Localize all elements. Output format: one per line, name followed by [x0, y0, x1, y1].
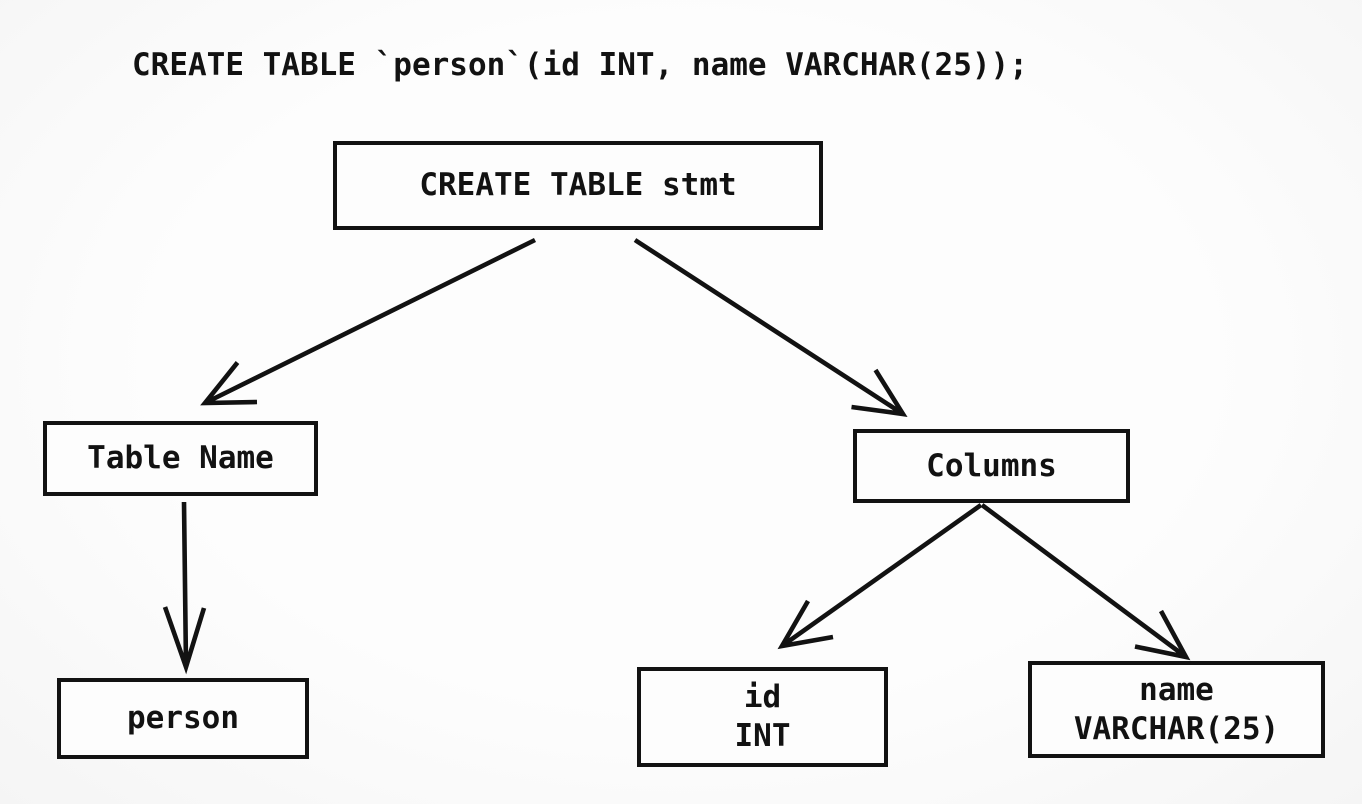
node-table-name: Table Name — [43, 421, 318, 496]
edge-columns-to-id-arrow — [777, 503, 983, 650]
node-name-column-name: name — [1139, 671, 1214, 708]
node-id-column: id INT — [637, 667, 888, 767]
node-id-column-type: INT — [734, 718, 791, 754]
node-id-column-name: id — [743, 679, 782, 715]
sql-statement-text: CREATE TABLE `person`(id INT, name VARCH… — [132, 47, 1028, 83]
node-create-table-stmt-label: CREATE TABLE stmt — [419, 167, 737, 203]
node-name-column-type: VARCHAR(25) — [1073, 710, 1280, 747]
edge-root-to-columns-arrow — [633, 238, 908, 417]
node-columns-label: Columns — [926, 447, 1057, 484]
node-table-name-label: Table Name — [87, 440, 274, 476]
node-person: person — [57, 678, 309, 759]
edge-columns-to-name-arrow — [980, 503, 1191, 661]
node-person-label: person — [127, 700, 239, 736]
edge-root-to-table-name-arrow — [200, 237, 537, 406]
edge-table-name-to-person-arrow — [162, 501, 207, 675]
node-name-column: name VARCHAR(25) — [1028, 661, 1325, 758]
node-create-table-stmt: CREATE TABLE stmt — [333, 141, 823, 230]
node-columns: Columns — [853, 429, 1130, 503]
